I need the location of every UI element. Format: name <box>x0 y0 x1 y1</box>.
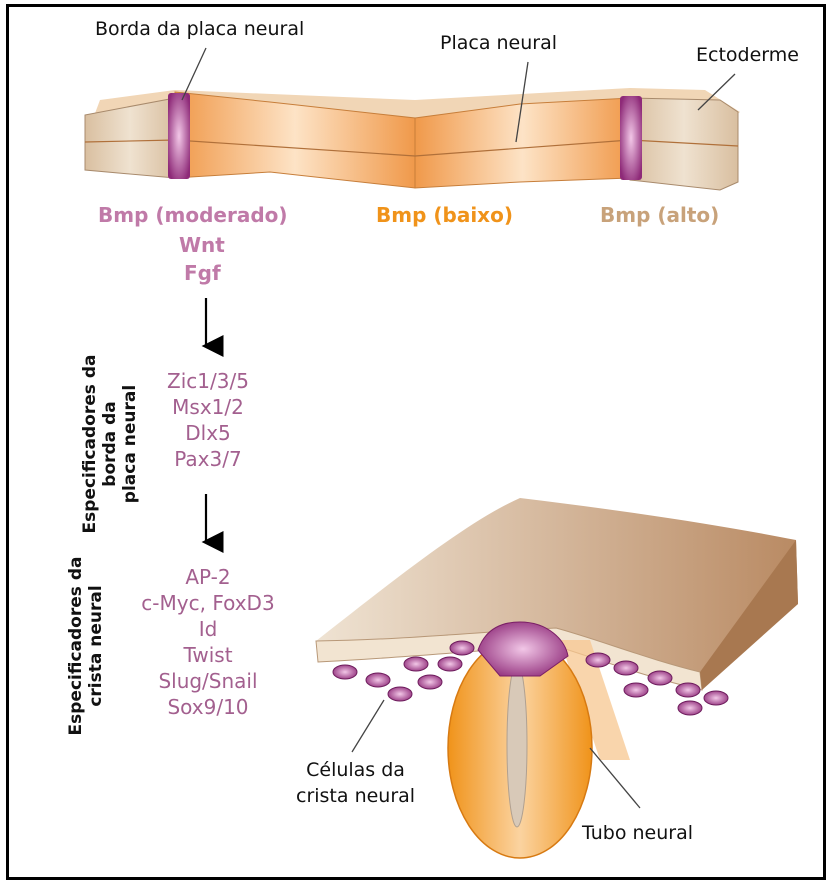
crest-specifiers-title: Especificadores da crista neural <box>66 536 110 756</box>
border-title-line2: borda da <box>100 324 120 564</box>
crest-gene-list: AP-2 c-Myc, FoxD3 Id Twist Slug/Snail So… <box>118 564 298 720</box>
border-gene-list: Zic1/3/5 Msx1/2 Dlx5 Pax3/7 <box>128 368 288 472</box>
gene-item: Msx1/2 <box>128 394 288 420</box>
border-title-line1: Especificadores da <box>80 324 100 564</box>
neural-tube-lumen <box>507 663 527 827</box>
gene-item: Twist <box>118 642 298 668</box>
signal-wnt: Wnt <box>179 233 225 257</box>
signal-bmp-low: Bmp (baixo) <box>376 203 513 227</box>
gene-item: Zic1/3/5 <box>128 368 288 394</box>
gene-item: Pax3/7 <box>128 446 288 472</box>
label-neural-plate-border: Borda da placa neural <box>95 18 304 40</box>
neural-plate-strip <box>85 48 740 190</box>
label-neural-plate: Placa neural <box>440 32 557 54</box>
left-border-band <box>168 93 190 179</box>
gene-item: Sox9/10 <box>118 694 298 720</box>
signal-fgf: Fgf <box>184 261 221 285</box>
gene-item: Slug/Snail <box>118 668 298 694</box>
signal-bmp-moderate: Bmp (moderado) <box>98 203 288 227</box>
gene-item: AP-2 <box>118 564 298 590</box>
label-ectoderm: Ectoderme <box>696 44 799 66</box>
label-crest-line2: crista neural <box>296 783 415 809</box>
right-border-band <box>620 96 642 180</box>
callout-line-crest-cells <box>352 700 384 752</box>
signal-bmp-high: Bmp (alto) <box>600 203 719 227</box>
crest-title-line1: Especificadores da <box>66 536 86 756</box>
gene-item: Dlx5 <box>128 420 288 446</box>
label-crest-line1: Células da <box>296 757 415 783</box>
label-neural-crest-cells: Células da crista neural <box>296 757 415 809</box>
crest-title-line2: crista neural <box>86 536 106 756</box>
label-neural-tube: Tubo neural <box>582 822 693 844</box>
gene-item: c-Myc, FoxD3 <box>118 590 298 616</box>
gene-item: Id <box>118 616 298 642</box>
right-ectoderm <box>630 98 738 190</box>
